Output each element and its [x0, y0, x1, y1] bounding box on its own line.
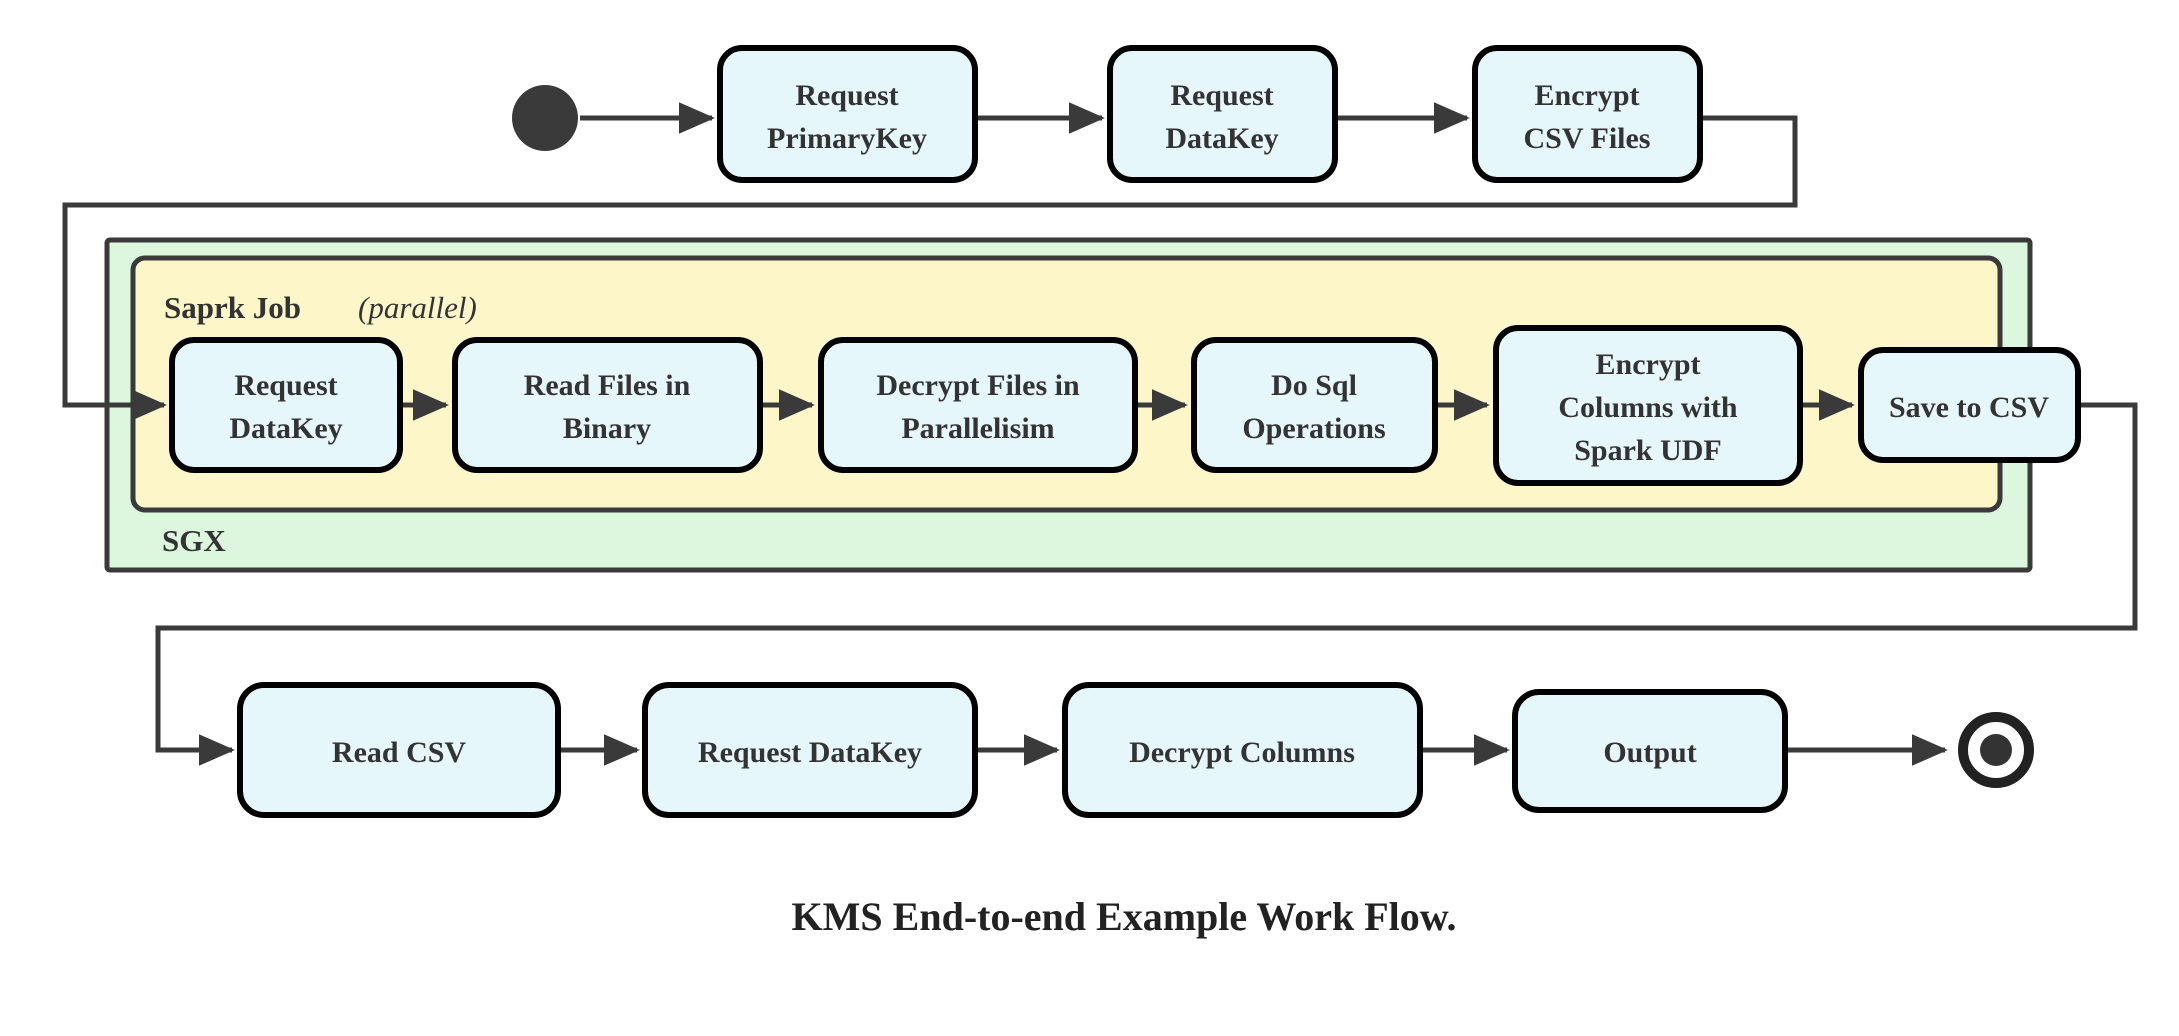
group-spark-job-label: Saprk Job	[164, 290, 301, 325]
group-spark-job-qualifier: (parallel)	[358, 290, 477, 325]
node-read-files-in-binary-line2: Binary	[563, 412, 651, 445]
node-save-to-csv-line1: Save to CSV	[1889, 391, 2049, 424]
end-node	[1958, 712, 2034, 788]
node-read-csv-line1: Read CSV	[332, 736, 467, 769]
node-encrypt-columns-with-spark-udf-line3: Spark UDF	[1574, 434, 1722, 467]
node-decrypt-columns-line1: Decrypt Columns	[1129, 736, 1355, 769]
node-do-sql-operations[interactable]: Do Sql Operations	[1191, 337, 1438, 473]
node-encrypt-csv-files[interactable]: Encrypt CSV Files	[1472, 45, 1703, 183]
node-request-datakey-spark-line1: Request	[234, 369, 337, 402]
node-output[interactable]: Output	[1512, 689, 1788, 813]
node-request-primarykey-line1: Request	[795, 79, 898, 112]
node-request-datakey-top-line1: Request	[1170, 79, 1273, 112]
start-node	[512, 85, 578, 151]
node-do-sql-operations-line2: Operations	[1242, 412, 1385, 445]
node-read-csv[interactable]: Read CSV	[237, 682, 561, 818]
node-encrypt-columns-with-spark-udf-line2: Columns with	[1558, 391, 1738, 424]
node-read-files-in-binary-line1: Read Files in	[524, 369, 691, 402]
group-spark-job-qualifier-word: parallel	[366, 290, 466, 325]
edge-savecsv-to-readcsv	[155, 402, 2138, 766]
node-request-primarykey-line2: PrimaryKey	[767, 122, 927, 155]
node-request-primarykey[interactable]: Request PrimaryKey	[717, 45, 978, 183]
node-encrypt-columns-with-spark-udf[interactable]: Encrypt Columns with Spark UDF	[1493, 325, 1803, 486]
node-do-sql-operations-line1: Do Sql	[1271, 369, 1357, 402]
group-sgx-label-visible: SGX	[162, 523, 226, 558]
node-encrypt-csv-files-line2: CSV Files	[1524, 122, 1651, 155]
node-decrypt-files-in-parallelisim[interactable]: Decrypt Files in Parallelisim	[818, 337, 1138, 473]
node-request-datakey-bottom[interactable]: Request DataKey	[642, 682, 978, 818]
node-encrypt-columns-with-spark-udf-line1: Encrypt	[1596, 348, 1701, 381]
node-output-line1: Output	[1603, 736, 1696, 769]
node-read-files-in-binary[interactable]: Read Files in Binary	[452, 337, 763, 473]
node-save-to-csv[interactable]: Save to CSV	[1858, 347, 2081, 463]
edges	[62, 102, 2138, 766]
edge-encrypt-to-spark-datakey	[62, 115, 1798, 421]
node-request-datakey-spark-line2: DataKey	[229, 412, 342, 445]
node-decrypt-columns[interactable]: Decrypt Columns	[1062, 682, 1423, 818]
node-request-datakey-spark[interactable]: Request DataKey	[169, 337, 403, 473]
node-request-datakey-top-line2: DataKey	[1165, 122, 1278, 155]
diagram-caption: KMS End-to-end Example Work Flow.	[792, 894, 1457, 939]
node-request-datakey-bottom-line1: Request DataKey	[698, 736, 922, 769]
node-request-datakey-top[interactable]: Request DataKey	[1107, 45, 1338, 183]
node-decrypt-files-in-parallelisim-line1: Decrypt Files in	[876, 369, 1080, 402]
node-encrypt-csv-files-line1: Encrypt	[1535, 79, 1640, 112]
node-decrypt-files-in-parallelisim-line2: Parallelisim	[901, 412, 1054, 445]
